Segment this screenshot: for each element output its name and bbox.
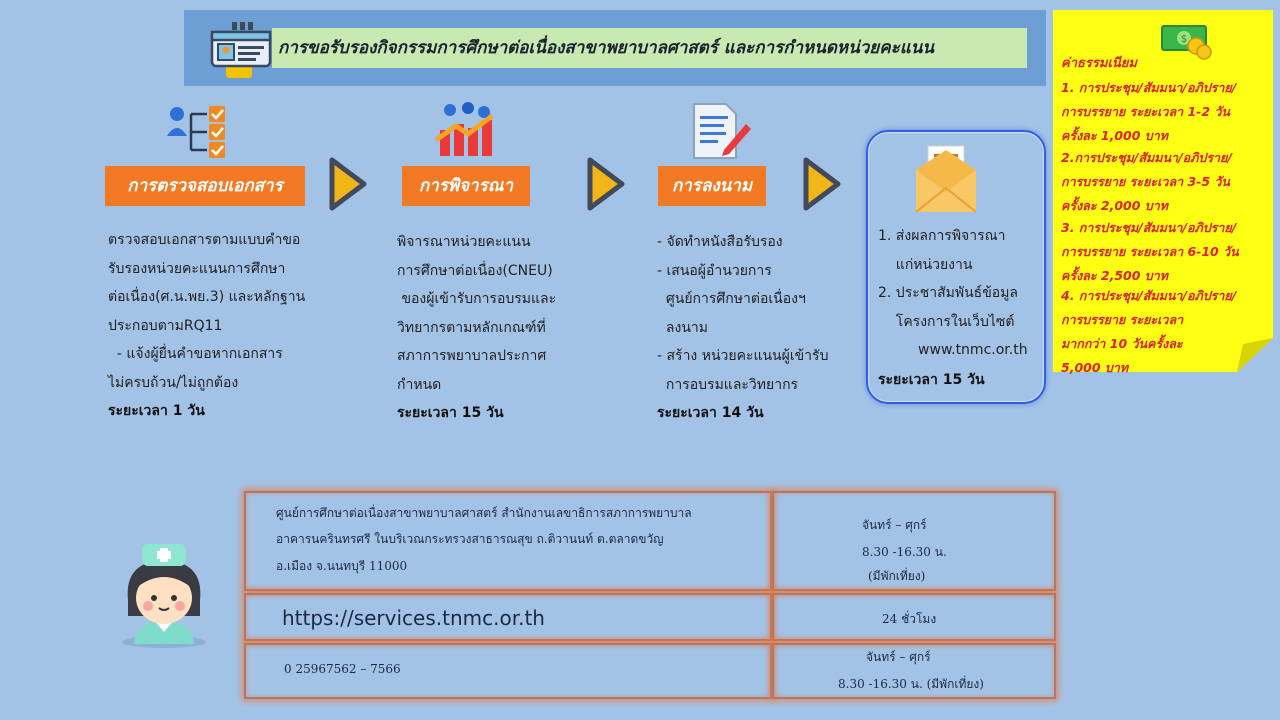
text-line: กำหนด [397,376,442,393]
text-line: ไม่ครบถ้วน/ไม่ถูกต้อง [108,374,239,391]
fee-item-line: มากกว่า 10 วันครั้งละ [1061,336,1183,351]
fee-item-line: 4. การประชุม/สัมมนา/อภิปราย/ [1061,288,1237,303]
money-icon: $ [1161,25,1212,60]
next-arrow-icon [329,157,367,211]
text-line: - แจ้งผู้ยื่นคำขอหากเอกสาร [108,346,283,362]
text-line: www.tnmc.or.th [878,342,1028,358]
text-line: - เสนอผู้อำนวยการ [657,262,772,279]
fee-item-line: ครั้งละ 2,000 บาท [1061,198,1168,213]
step-3-duration: ระยะเวลา 14 วัน [657,405,764,421]
fee-item-line: ครั้งละ 2,500 บาท [1061,268,1168,283]
text-line: ของผู้เข้ารับการอบรมและ [397,291,557,307]
phone-number: 0 25967562 – 7566 [284,662,401,676]
website-link[interactable]: https://services.tnmc.or.th [282,606,545,630]
fee-item-line: การบรรยาย ระยะเวลา 3-5 วัน [1061,174,1230,189]
text-line: ต่อเนื่อง(ศ.น.พย.3) และหลักฐาน [108,289,306,305]
step-label-consideration: การพิจารณา [402,166,530,206]
website-hours: 24 ชั่วโมง [882,612,937,626]
fee-title: ค่าธรรมเนียม [1061,56,1137,71]
text-line: ประกอบตามRQ11 [108,317,223,334]
step-4-box [866,130,1046,404]
id-card-icon [210,22,272,78]
phone-hours-days: จันทร์ – ศุกร์ [866,650,931,664]
next-arrow-icon [587,157,625,211]
phone-hours-time: 8.30 -16.30 น. (มีพักเที่ยง) [838,677,984,691]
address-line: อ.เมือง จ.นนทบุรี 11000 [276,559,408,573]
fee-item-line: การบรรยาย ระยะเวลา 6-10 วัน [1061,244,1239,259]
step-2-duration: ระยะเวลา 15 วัน [397,405,504,421]
step-4-duration: ระยะเวลา 15 วัน [878,372,985,388]
text-line: พิจารณาหน่วยคะแนน [397,234,531,250]
website-hours-cell [772,593,1056,641]
fee-item-4: 4. การประชุม/สัมมนา/อภิปราย/ การบรรยาย ร… [1061,284,1271,380]
title-bar: การขอรับรองกิจกรรมการศึกษาต่อเนื่องสาขาพ… [184,10,1046,86]
office-hours-cell [772,491,1056,591]
text-line: โครงการในเว็บไซต์ [878,313,1015,330]
text-line: แก่หน่วยงาน [878,256,973,273]
address-cell [244,491,772,591]
nurse-avatar-icon [122,544,206,648]
fee-item-2: 2.การประชุม/สัมมนา/อภิปราย/ การบรรยาย ระ… [1061,146,1271,218]
chart-icon [434,102,494,156]
fee-item-line: 1. การประชุม/สัมมนา/อภิปราย/ [1061,80,1237,95]
text-line: วิทยากรตามหลักเกณฑ์ที่ [397,319,546,336]
title-box: การขอรับรองกิจกรรมการศึกษาต่อเนื่องสาขาพ… [272,28,1027,68]
office-hours-note: (มีพักเที่ยง) [868,569,926,583]
phone-cell [244,643,772,699]
fee-item-line: การบรรยาย ระยะเวลา 1-2 วัน [1061,104,1230,119]
text-line: ลงนาม [657,319,708,336]
document-sign-icon [693,103,751,159]
step-1-duration: ระยะเวลา 1 วัน [108,403,205,419]
text-line: 1. ส่งผลการพิจารณา [878,228,1006,244]
text-line: รับรองหน่วยคะแนนการศึกษา [108,260,286,277]
fee-note: ค่าธรรมเนียม 1. การประชุม/สัมมนา/อภิปราย… [1053,10,1273,375]
address-line: ศูนย์การศึกษาต่อเนื่องสาขาพยาบาลศาสตร์ ส… [276,506,692,520]
text-line: 2. ประชาสัมพันธ์ข้อมูล [878,285,1018,301]
step-label-signing: การลงนาม [658,166,766,206]
page-fold-corner [1237,338,1273,372]
step-1-description: ตรวจสอบเอกสารตามแบบคำขอ รับรองหน่วยคะแนน… [108,226,305,397]
text-line: สภาการพยาบาลประกาศ [397,348,547,364]
fee-item-line: ครั้งละ 1,000 บาท [1061,128,1168,143]
text-line: ตรวจสอบเอกสารตามแบบคำขอ [108,232,301,248]
step-2-description: พิจารณาหน่วยคะแนน การศึกษาต่อเนื่อง(CNEU… [397,228,556,399]
step-label-document-check: การตรวจสอบเอกสาร [105,166,305,206]
fee-item-3: 3. การประชุม/สัมมนา/อภิปราย/ การบรรยาย ร… [1061,216,1271,288]
step-3-description: - จัดทำหนังสือรับรอง - เสนอผู้อำนวยการ ศ… [657,228,828,399]
envelope-icon [915,145,977,213]
next-arrow-icon [803,157,841,211]
fee-item-line: การบรรยาย ระยะเวลา [1061,312,1184,327]
fee-item-line: 5,000 บาท [1061,360,1129,375]
office-hours-time: 8.30 -16.30 น. [862,545,947,559]
office-hours-days: จันทร์ – ศุกร์ [862,518,927,532]
phone-hours-cell [772,643,1056,699]
checklist-icon [167,106,225,158]
step-4-description: 1. ส่งผลการพิจารณา แก่หน่วยงาน 2. ประชาส… [878,222,1028,365]
page-title: การขอรับรองกิจกรรมการศึกษาต่อเนื่องสาขาพ… [278,38,934,58]
website-cell [244,593,772,641]
text-line: การอบรมและวิทยากร [657,376,799,393]
text-line: - จัดทำหนังสือรับรอง [657,234,783,250]
fee-item-line: 2.การประชุม/สัมมนา/อภิปราย/ [1061,150,1232,165]
text-line: - สร้าง หน่วยคะแนนผู้เข้ารับ [657,348,829,364]
address-line: อาคารนครินทรศรี ในบริเวณกระทรวงสาธารณสุข… [276,532,664,546]
text-line: การศึกษาต่อเนื่อง(CNEU) [397,262,553,279]
fee-item-1: 1. การประชุม/สัมมนา/อภิปราย/ การบรรยาย ร… [1061,76,1271,148]
svg-text:$: $ [1181,34,1187,45]
fee-item-line: 3. การประชุม/สัมมนา/อภิปราย/ [1061,220,1237,235]
text-line: ศูนย์การศึกษาต่อเนื่องฯ [657,291,806,307]
